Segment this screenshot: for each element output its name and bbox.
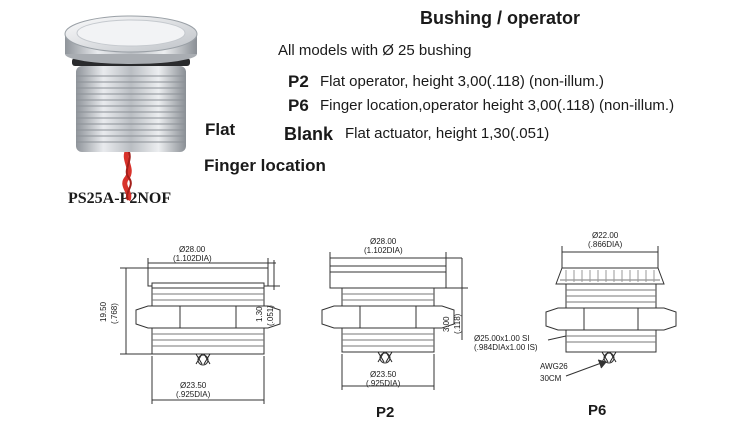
- d1-bottom-dim: Ø23.50: [180, 381, 207, 390]
- d1-top-dim-inch: (1.102DIA): [173, 254, 212, 263]
- d2-top-dim: Ø28.00: [370, 237, 397, 246]
- d1-left-dim-inch: (.768): [110, 303, 119, 324]
- option-text-p6: Finger location,operator height 3,00(.11…: [320, 97, 675, 114]
- option-code-p6: P6: [288, 96, 309, 115]
- d3-top-dim: Ø22.00: [592, 231, 619, 240]
- model-number: PS25A-P2NOF: [68, 190, 172, 207]
- drawing-blank: [120, 258, 281, 404]
- label-finger-location: Finger location: [204, 156, 326, 175]
- drawing-p6: [545, 246, 677, 377]
- option-code-p2: P2: [288, 72, 309, 91]
- d1-left-dim: 19.50: [99, 301, 108, 322]
- option-code-blank: Blank: [284, 124, 334, 144]
- d1-right-dim-inch: (.051): [266, 305, 275, 326]
- d1-right-dim: 1.30: [255, 306, 264, 322]
- option-text-p2: Flat operator, height 3,00(.118) (non-il…: [320, 73, 605, 90]
- option-text-blank: Flat actuator, height 1,30(.051): [345, 125, 550, 142]
- label-flat: Flat: [205, 120, 236, 139]
- d2-bottom-dim-inch: (.925DIA): [366, 379, 401, 388]
- switch-photo: [64, 15, 198, 202]
- d2-right-dim: 3.00: [442, 316, 451, 332]
- d3-top-dim-inch: (.866DIA): [588, 240, 623, 249]
- d2-right-dim-inch: (.118): [453, 313, 462, 334]
- d3-thread-dim-inch: (.984DIAx1.00 IS): [474, 343, 538, 352]
- d1-bottom-dim-inch: (.925DIA): [176, 390, 211, 399]
- d3-thread-dim: Ø25.00x1.00 SI: [474, 334, 530, 343]
- section-title: Bushing / operator: [420, 8, 581, 28]
- drawing-p2: [321, 252, 468, 390]
- d2-bottom-dim: Ø23.50: [370, 370, 397, 379]
- d1-top-dim: Ø28.00: [179, 245, 206, 254]
- d2-label: P2: [376, 404, 395, 421]
- d3-wire-length: 30CM: [540, 374, 562, 383]
- section-subtitle: All models with Ø 25 bushing: [278, 42, 472, 59]
- d2-top-dim-inch: (1.102DIA): [364, 246, 403, 255]
- d3-wire-gauge: AWG26: [540, 362, 568, 371]
- d3-label: P6: [588, 402, 607, 419]
